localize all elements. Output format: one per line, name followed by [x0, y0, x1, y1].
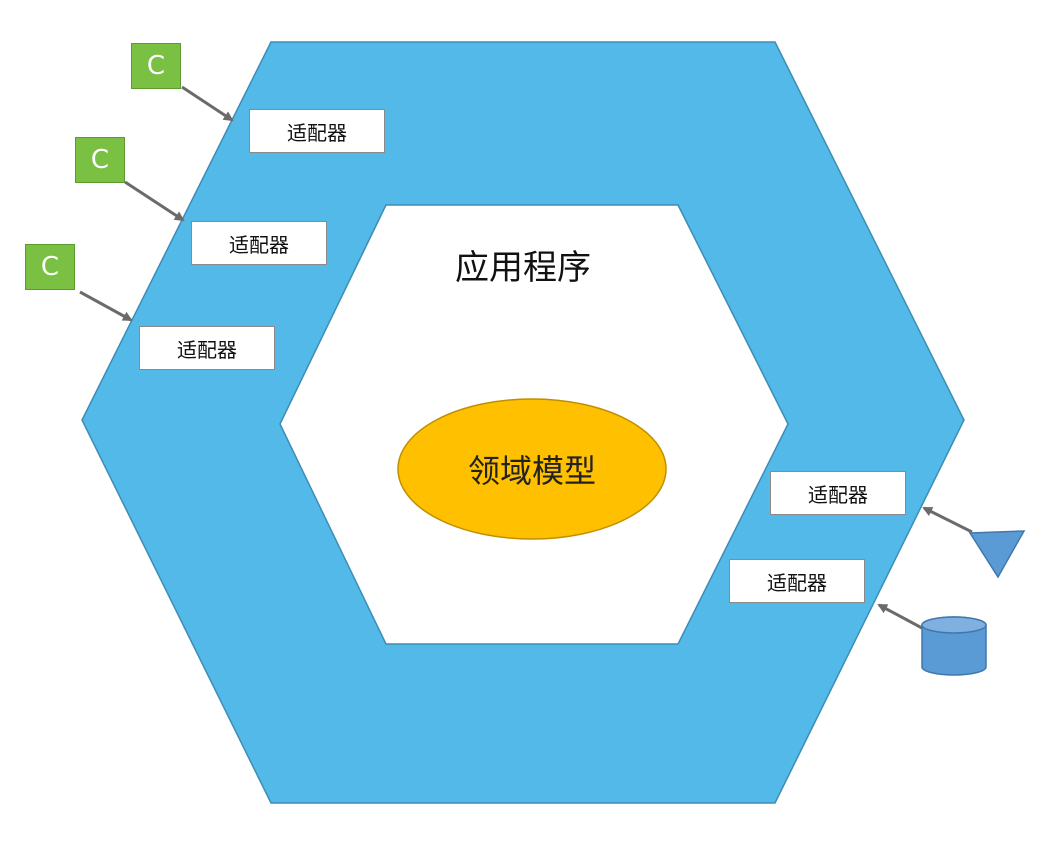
client-box-2: C	[75, 137, 125, 183]
adapter-label: 适配器	[287, 120, 347, 145]
adapter-box-3: 适配器	[139, 326, 275, 370]
triangle-icon	[968, 530, 1026, 579]
client-arrow-3	[79, 290, 133, 322]
adapter-label: 适配器	[808, 482, 868, 507]
adapter-label: 适配器	[767, 570, 827, 595]
client-arrow-1	[181, 85, 234, 122]
client-label: C	[90, 145, 110, 175]
client-arrow-2	[124, 180, 185, 222]
adapter-box-1: 适配器	[249, 109, 385, 153]
database-arrow	[877, 603, 923, 630]
database-icon	[921, 616, 987, 676]
domain-model-label: 领域模型	[467, 452, 596, 490]
client-label: C	[40, 252, 60, 282]
client-box-3: C	[25, 244, 75, 290]
client-box-1: C	[131, 43, 181, 89]
adapter-box-5: 适配器	[729, 559, 865, 603]
adapter-label: 适配器	[177, 337, 237, 362]
triangle-arrow	[922, 506, 973, 534]
adapter-box-4: 适配器	[770, 471, 906, 515]
domain-ellipse	[397, 398, 667, 540]
client-label: C	[146, 51, 166, 81]
application-title: 应用程序	[455, 248, 591, 288]
adapter-label: 适配器	[229, 232, 289, 257]
adapter-box-2: 适配器	[191, 221, 327, 265]
